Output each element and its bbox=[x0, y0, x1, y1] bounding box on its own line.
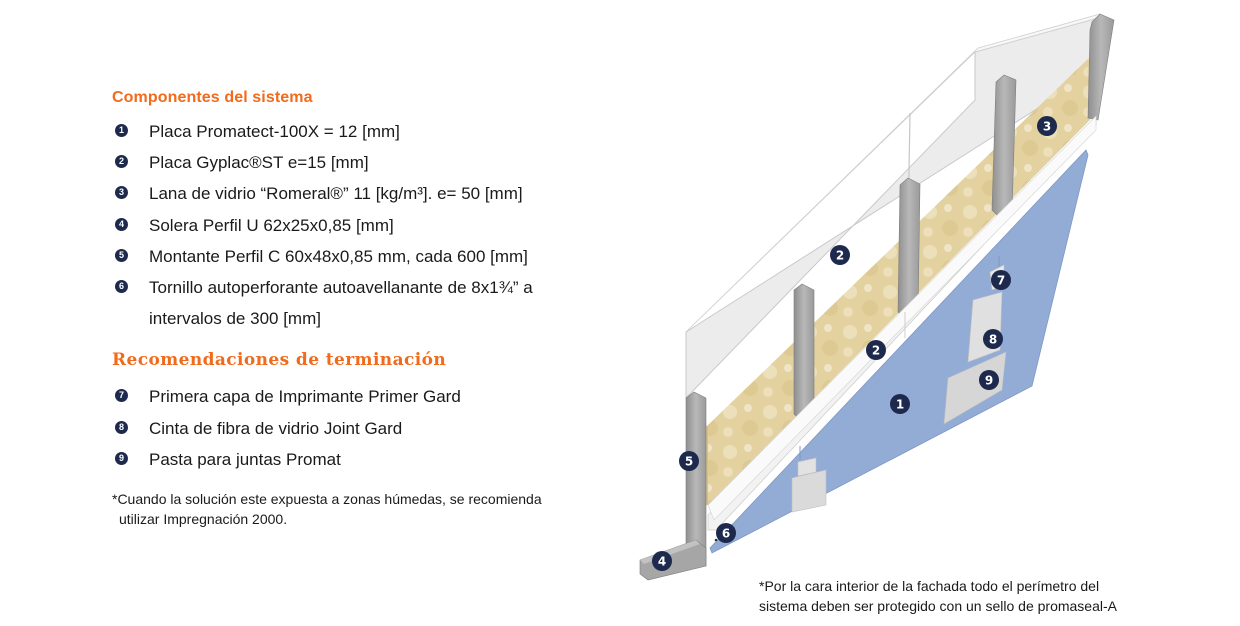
callout-3: 3 bbox=[1037, 116, 1057, 136]
callout-9: 9 bbox=[979, 370, 999, 390]
callout-8: 8 bbox=[983, 329, 1003, 349]
component-item-4: 4 Solera Perfil U 62x25x0,85 [mm] bbox=[112, 210, 612, 241]
callout-2-front: 2 bbox=[866, 340, 886, 360]
callout-1: 1 bbox=[890, 394, 910, 414]
svg-text:7: 7 bbox=[997, 274, 1005, 288]
component-label: Montante Perfil C 60x48x0,85 mm, cada 60… bbox=[149, 246, 528, 266]
callout-4: 4 bbox=[652, 551, 672, 571]
screw-icon bbox=[714, 538, 718, 542]
number-badge-icon: 8 bbox=[115, 420, 128, 434]
recommendations-title: Recomendaciones de terminación bbox=[112, 350, 447, 371]
recommendation-label: Primera capa de Imprimante Primer Gard bbox=[149, 387, 461, 407]
number-badge-icon: 1 bbox=[115, 124, 128, 137]
svg-text:2: 2 bbox=[872, 344, 880, 358]
number-badge-icon: 5 bbox=[115, 248, 128, 262]
footnote-line-2: utilizar Impregnación 2000. bbox=[119, 511, 288, 528]
component-item-6-continued: intervalos de 300 [mm] bbox=[112, 303, 612, 334]
recommendation-label: Pasta para juntas Promat bbox=[149, 449, 341, 469]
recommendation-item-9: 9 Pasta para juntas Promat bbox=[112, 444, 612, 475]
footnote-line-1: *Cuando la solución este expuesta a zona… bbox=[112, 491, 542, 508]
recommendation-item-7: 7 Primera capa de Imprimante Primer Gard bbox=[112, 381, 612, 412]
recommendation-label: Cinta de fibra de vidrio Joint Gard bbox=[149, 418, 403, 438]
svg-text:2: 2 bbox=[836, 249, 844, 263]
component-label: intervalos de 300 [mm] bbox=[149, 309, 321, 329]
steel-u-track bbox=[639, 539, 707, 581]
svg-text:8: 8 bbox=[989, 333, 997, 347]
component-item-2: 2 Placa Gyplac®ST e=15 [mm] bbox=[112, 147, 612, 178]
number-badge-icon: 3 bbox=[115, 186, 128, 200]
svg-text:4: 4 bbox=[658, 555, 666, 569]
component-label: Tornillo autoperforante autoavellanante … bbox=[149, 278, 533, 298]
components-title: Componentes del sistema bbox=[112, 89, 313, 106]
joint-treatment-lower bbox=[791, 457, 827, 513]
callout-6: 6 bbox=[716, 523, 736, 543]
recommendations-list: 7 Primera capa de Imprimante Primer Gard… bbox=[112, 381, 612, 475]
number-badge-icon: 7 bbox=[115, 389, 128, 403]
number-badge-icon: 2 bbox=[115, 155, 128, 169]
component-label: Lana de vidrio “Romeral®” 11 [kg/m³]. e=… bbox=[149, 184, 523, 204]
callout-7: 7 bbox=[991, 270, 1011, 290]
component-item-1: 1 Placa Promatect-100X = 12 [mm] bbox=[112, 116, 612, 147]
callout-2-rear: 2 bbox=[830, 245, 850, 265]
number-badge-icon: 4 bbox=[115, 217, 128, 231]
component-label: Placa Gyplac®ST e=15 [mm] bbox=[149, 153, 369, 173]
components-list: 1 Placa Promatect-100X = 12 [mm] 2 Placa… bbox=[112, 116, 612, 334]
number-badge-icon: 6 bbox=[115, 280, 128, 294]
humidity-footnote: *Cuando la solución este expuesta a zona… bbox=[112, 489, 612, 529]
legend-panel: Componentes del sistema 1 Placa Promatec… bbox=[112, 86, 612, 529]
steel-c-studs bbox=[685, 13, 1115, 567]
recommendation-item-8: 8 Cinta de fibra de vidrio Joint Gard bbox=[112, 413, 612, 444]
note-line-1: *Por la cara interior de la fachada todo… bbox=[759, 578, 1100, 594]
front-gypsum-board bbox=[707, 115, 1097, 531]
callout-5: 5 bbox=[679, 451, 699, 471]
svg-text:3: 3 bbox=[1043, 120, 1051, 134]
number-badge-icon: 9 bbox=[115, 451, 128, 465]
svg-text:1: 1 bbox=[896, 398, 904, 412]
rear-gypsum-board bbox=[685, 13, 1101, 400]
perimeter-seal-note: *Por la cara interior de la fachada todo… bbox=[759, 576, 1219, 616]
component-label: Placa Promatect-100X = 12 [mm] bbox=[149, 122, 400, 141]
svg-text:5: 5 bbox=[685, 455, 693, 469]
component-item-3: 3 Lana de vidrio “Romeral®” 11 [kg/m³]. … bbox=[112, 178, 612, 209]
component-label: Solera Perfil U 62x25x0,85 [mm] bbox=[149, 215, 394, 235]
component-item-6: 6 Tornillo autoperforante autoavellanant… bbox=[112, 272, 612, 303]
svg-text:6: 6 bbox=[722, 527, 730, 541]
promatect-fire-board bbox=[709, 149, 1089, 554]
note-line-2: sistema deben ser protegido con un sello… bbox=[759, 598, 1117, 614]
svg-text:9: 9 bbox=[985, 374, 993, 388]
component-item-5: 5 Montante Perfil C 60x48x0,85 mm, cada … bbox=[112, 241, 612, 272]
